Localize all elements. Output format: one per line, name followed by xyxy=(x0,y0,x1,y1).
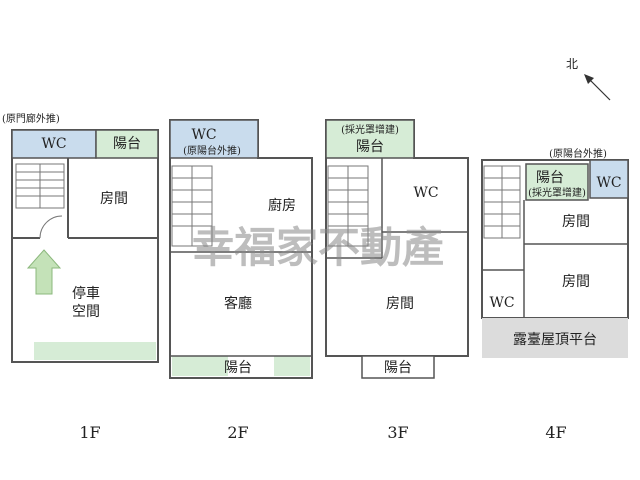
wc-2f-note: (原陽台外推) xyxy=(183,144,241,157)
balcony-4f xyxy=(525,163,589,201)
floor-3f: (採光罩增建) 陽台 WC 房間 陽台 3F xyxy=(325,119,469,442)
living-room-label: 客廳 xyxy=(224,295,252,312)
wc-1f-label: WC xyxy=(41,136,66,152)
stairs-icon xyxy=(15,163,65,209)
floor-label-1f: 1F xyxy=(79,423,100,442)
corridor-note: (原門廊外推) xyxy=(2,112,60,125)
room-4f-upper-label: 房間 xyxy=(562,214,590,230)
room-3f-label: 房間 xyxy=(386,296,414,312)
floor-2f: WC (原陽台外推) 廚房 客廳 陽台 2F xyxy=(169,119,313,442)
entry-strip xyxy=(34,342,156,360)
parking-label-line2: 空間 xyxy=(72,304,100,320)
watermark-text: 幸福家不動產 xyxy=(192,223,444,272)
floor-1f-outline xyxy=(11,129,159,363)
balcony-3f-top-label: 陽台 xyxy=(356,139,384,155)
wc-2f xyxy=(169,119,259,159)
balcony-3f-top xyxy=(325,119,415,159)
balcony-3f-bottom xyxy=(361,355,435,379)
balcony-ext-note: (原陽台外推) xyxy=(549,147,607,160)
floor-1f: WC 陽台 房間 停車 空間 (原門廊外推) 1F xyxy=(2,112,159,442)
stairs-icon xyxy=(327,165,369,247)
skylight-note-4f: (採光罩增建) xyxy=(528,186,586,199)
floor-label-3f: 3F xyxy=(387,423,408,442)
compass-label: 北 xyxy=(566,57,578,71)
wc-2f-label: WC xyxy=(191,127,216,143)
balcony-4f-label: 陽台 xyxy=(536,170,564,186)
stairs-icon xyxy=(171,165,213,247)
floor-label-2f: 2F xyxy=(227,423,248,442)
terrace-label: 露臺屋頂平台 xyxy=(513,332,597,348)
wc-1f xyxy=(11,129,97,159)
stairs-icon xyxy=(483,165,521,239)
floor-4f: 陽台 (採光罩增建) WC (原陽台外推) 房間 房間 WC 露臺屋頂平台 4F xyxy=(481,147,629,442)
arrow-up-icon xyxy=(26,249,62,295)
parking-label-line1: 停車 xyxy=(72,285,100,302)
terrace-4f xyxy=(482,318,628,358)
balcony-1f-label: 陽台 xyxy=(113,136,141,152)
balcony-2f-label: 陽台 xyxy=(224,360,252,376)
wc-3f-label: WC xyxy=(413,185,438,201)
kitchen-label: 廚房 xyxy=(268,197,296,214)
wc-4f-lower-label: WC xyxy=(489,295,514,311)
balcony-3f-bottom-label: 陽台 xyxy=(384,360,412,376)
wc-4f-small-label: WC xyxy=(596,175,621,191)
room-4f-lower-label: 房間 xyxy=(562,274,590,290)
room-1f-label: 房間 xyxy=(100,191,128,207)
skylight-note-3f: (採光罩增建) xyxy=(341,123,399,136)
floor-label-4f: 4F xyxy=(545,423,566,442)
compass-arrow-icon: 北 xyxy=(566,57,611,101)
wc-4f-small xyxy=(589,159,629,199)
balcony-1f xyxy=(95,129,159,159)
